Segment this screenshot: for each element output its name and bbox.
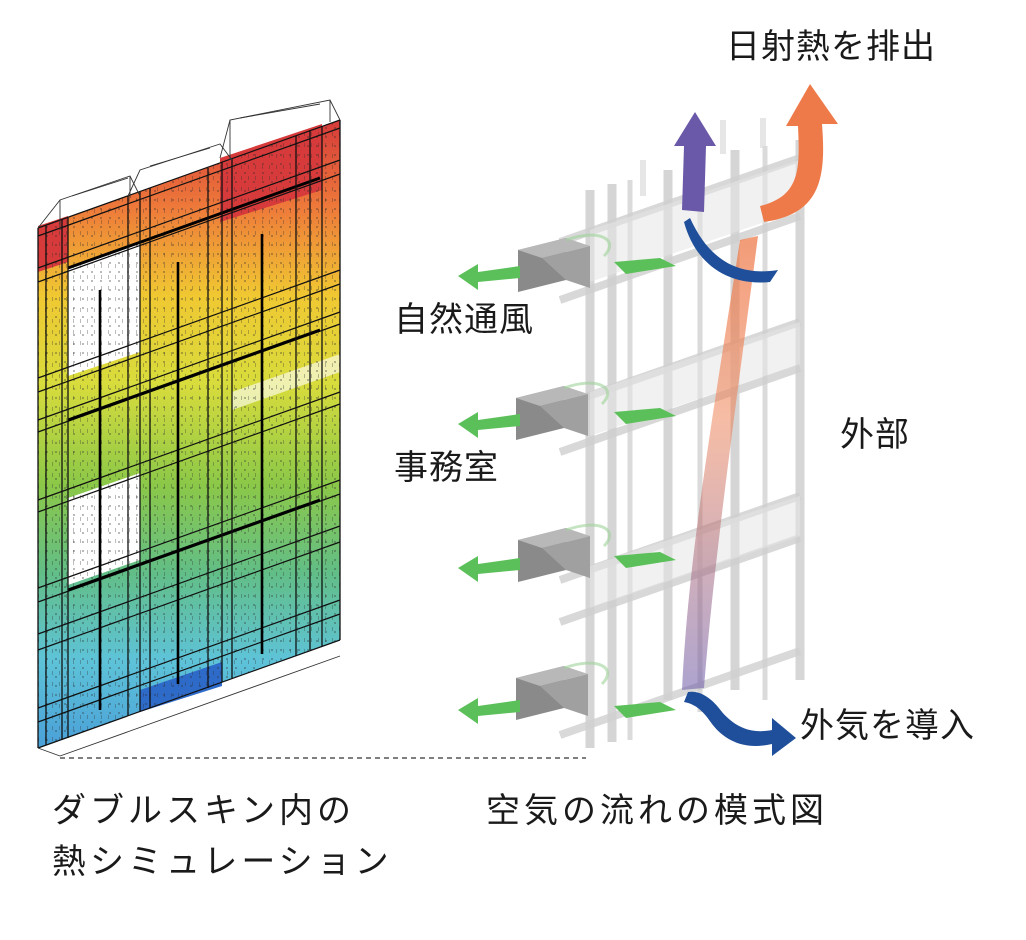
caption-airflow-schematic: 空気の流れの模式図 bbox=[486, 791, 828, 831]
green-ventilation-arrows bbox=[458, 258, 676, 724]
purple-up-arrow bbox=[674, 112, 716, 212]
label-exterior: 外部 bbox=[840, 415, 910, 455]
rising-air-ribbon bbox=[682, 236, 758, 690]
blue-curve-top bbox=[684, 218, 778, 283]
heat-simulation-panel bbox=[37, 99, 341, 757]
caption-heat-simulation-line1: ダブルスキン内の bbox=[52, 791, 355, 831]
exhaust-arrow bbox=[760, 84, 838, 222]
label-natural-ventilation: 自然通風 bbox=[394, 300, 534, 340]
airflow-schematic bbox=[458, 84, 838, 756]
label-intake-air: 外気を導入 bbox=[800, 706, 975, 746]
label-exhaust-heat: 日射熱を排出 bbox=[726, 27, 936, 67]
label-office: 事務室 bbox=[394, 448, 499, 488]
caption-heat-simulation: ダブルスキン内の 熱シミュレーション bbox=[52, 786, 393, 888]
intake-arrow bbox=[684, 691, 796, 756]
floor-vents bbox=[516, 238, 590, 720]
caption-heat-simulation-line2: 熱シミュレーション bbox=[52, 842, 393, 882]
